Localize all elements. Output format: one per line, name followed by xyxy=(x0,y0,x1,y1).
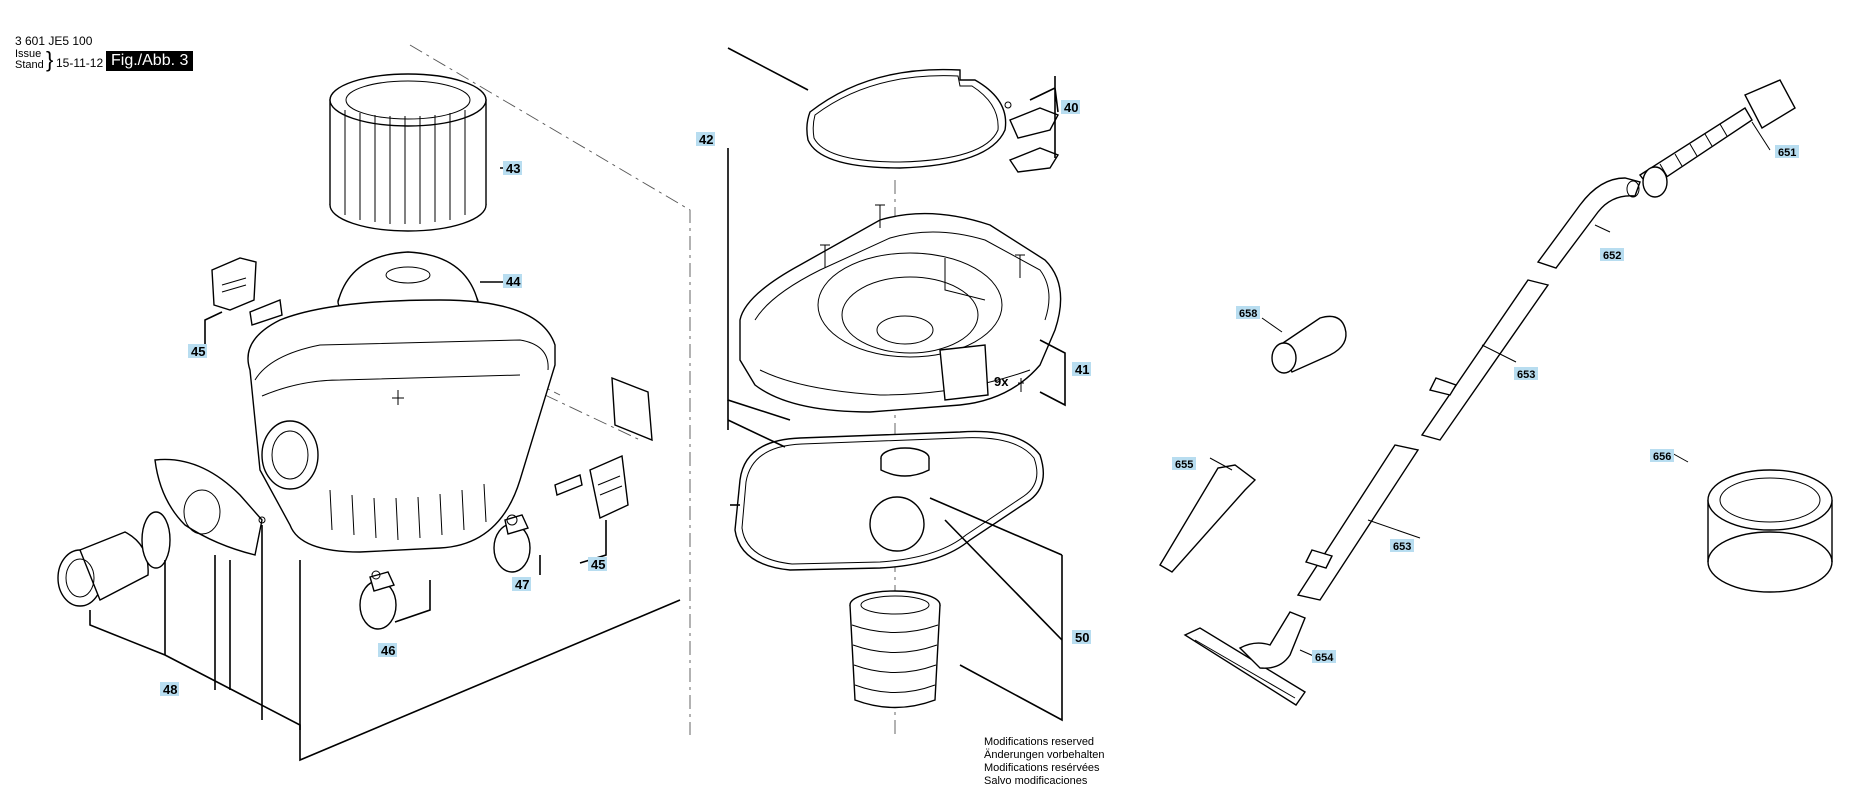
part-label-48: 48 xyxy=(160,682,179,697)
part-label-654: 654 xyxy=(1312,650,1336,664)
note-de: Änderungen vorbehalten xyxy=(984,749,1105,761)
svg-text:47: 47 xyxy=(515,577,529,592)
part-label-45-top: 45 xyxy=(188,344,207,359)
extension-tube-upper xyxy=(1420,279,1550,441)
filter-clips xyxy=(1004,101,1060,173)
screw-icon xyxy=(1018,378,1024,392)
svg-text:45: 45 xyxy=(191,344,205,359)
part-label-45-right: 45 xyxy=(588,557,607,572)
modification-notes: Modifications reserved Änderungen vorbeh… xyxy=(984,736,1104,788)
label-plate xyxy=(611,376,653,442)
filter-cartridge xyxy=(329,73,487,232)
svg-text:45: 45 xyxy=(591,557,605,572)
part-label-46: 46 xyxy=(378,643,397,658)
document-number: 3 601 JE5 100 xyxy=(15,34,93,48)
note-fr: Modifications resérvées xyxy=(984,762,1100,774)
svg-text:41: 41 xyxy=(1075,362,1089,377)
svg-text:653: 653 xyxy=(1517,369,1535,381)
part-label-658: 658 xyxy=(1236,306,1260,320)
part-label-47: 47 xyxy=(512,577,531,592)
float-ball-valve xyxy=(869,447,930,552)
svg-text:658: 658 xyxy=(1239,308,1257,320)
issue-date: 15-11-12 xyxy=(56,56,104,70)
latch-clip xyxy=(211,257,283,326)
seal-ring-top xyxy=(806,68,1007,169)
svg-text:656: 656 xyxy=(1653,451,1671,463)
svg-text:40: 40 xyxy=(1064,100,1078,115)
castor-wheel-rear xyxy=(359,570,397,630)
svg-text:652: 652 xyxy=(1603,250,1621,262)
svg-text:655: 655 xyxy=(1175,459,1193,471)
svg-text:42: 42 xyxy=(699,132,713,147)
extension-tube-lower xyxy=(1296,444,1420,601)
screw-quantity: 9x xyxy=(994,374,1009,389)
motor-head-housing xyxy=(739,204,1062,413)
latch-clip-side xyxy=(554,454,629,520)
part-label-653-upper: 653 xyxy=(1514,367,1538,381)
figure-badge: Fig./Abb. 3 xyxy=(106,51,194,71)
note-es: Salvo modificaciones xyxy=(984,775,1088,787)
dust-container xyxy=(247,299,556,553)
svg-text:44: 44 xyxy=(506,274,521,289)
document-header: 3 601 JE5 100 Issue Stand } 15-11-12 Fig… xyxy=(0,0,220,80)
hose-connector-assembly xyxy=(57,458,266,607)
issue-label-de: Stand xyxy=(15,59,44,71)
svg-text:651: 651 xyxy=(1778,147,1796,159)
part-label-656: 656 xyxy=(1650,449,1674,463)
issue-label: Issue Stand xyxy=(15,49,44,71)
part-label-43: 43 xyxy=(503,161,522,176)
castor-wheel-front xyxy=(493,514,531,573)
brace-icon: } xyxy=(46,47,54,72)
svg-text:43: 43 xyxy=(506,161,520,176)
svg-text:653: 653 xyxy=(1393,541,1411,553)
svg-text:48: 48 xyxy=(163,682,177,697)
hose-cuff xyxy=(1638,79,1796,198)
part-label-41: 41 xyxy=(1072,362,1091,377)
floor-nozzle xyxy=(1183,611,1306,706)
svg-text:654: 654 xyxy=(1315,652,1334,664)
curved-handle-tube xyxy=(1536,177,1641,269)
filter-bag xyxy=(1707,469,1833,593)
note-en: Modifications reserved xyxy=(984,736,1095,748)
issue-label-en: Issue xyxy=(15,48,42,60)
part-label-655: 655 xyxy=(1172,457,1196,471)
svg-text:46: 46 xyxy=(381,643,395,658)
float-cage xyxy=(849,590,941,709)
part-label-50: 50 xyxy=(1072,630,1091,645)
crevice-nozzle xyxy=(1159,464,1257,573)
part-label-42: 42 xyxy=(696,132,715,147)
part-label-652: 652 xyxy=(1600,248,1624,262)
part-label-653-lower: 653 xyxy=(1390,539,1414,553)
part-label-40: 40 xyxy=(1061,100,1080,115)
part-label-44: 44 xyxy=(503,274,522,289)
part-label-651: 651 xyxy=(1775,145,1799,159)
svg-text:50: 50 xyxy=(1075,630,1089,645)
hose-adapter xyxy=(1271,315,1347,374)
